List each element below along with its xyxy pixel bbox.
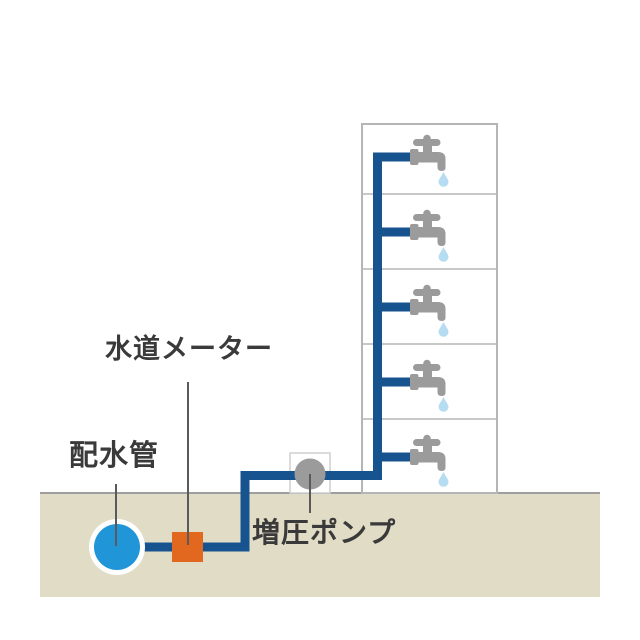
water-main-circle — [94, 524, 140, 570]
water-meter-label: 水道メーター — [105, 334, 273, 364]
water-main-label: 配水管 — [69, 440, 160, 472]
booster-pump-label: 増圧ポンプ — [252, 517, 397, 548]
